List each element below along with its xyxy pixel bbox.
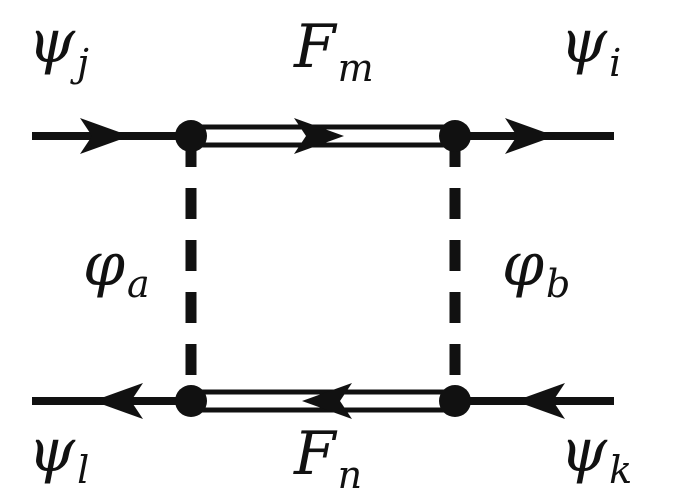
arrow-bottom-middle-icon — [302, 383, 352, 419]
label-F-m: Fm — [293, 12, 374, 90]
vertex-bottom-left — [175, 385, 207, 417]
label-psi-l: ψl — [28, 416, 89, 492]
label-psi-k: ψk — [560, 416, 632, 492]
label-phi-b: φb — [502, 230, 570, 306]
vertex-bottom-right — [439, 385, 471, 417]
vertex-top-left — [175, 120, 207, 152]
vertex-top-right — [439, 120, 471, 152]
label-phi-a: φa — [83, 230, 150, 306]
label-F-n: Fn — [293, 419, 362, 497]
arrow-top-middle-icon — [294, 118, 344, 154]
label-psi-i: ψi — [560, 7, 621, 85]
label-psi-j: ψj — [28, 7, 89, 85]
